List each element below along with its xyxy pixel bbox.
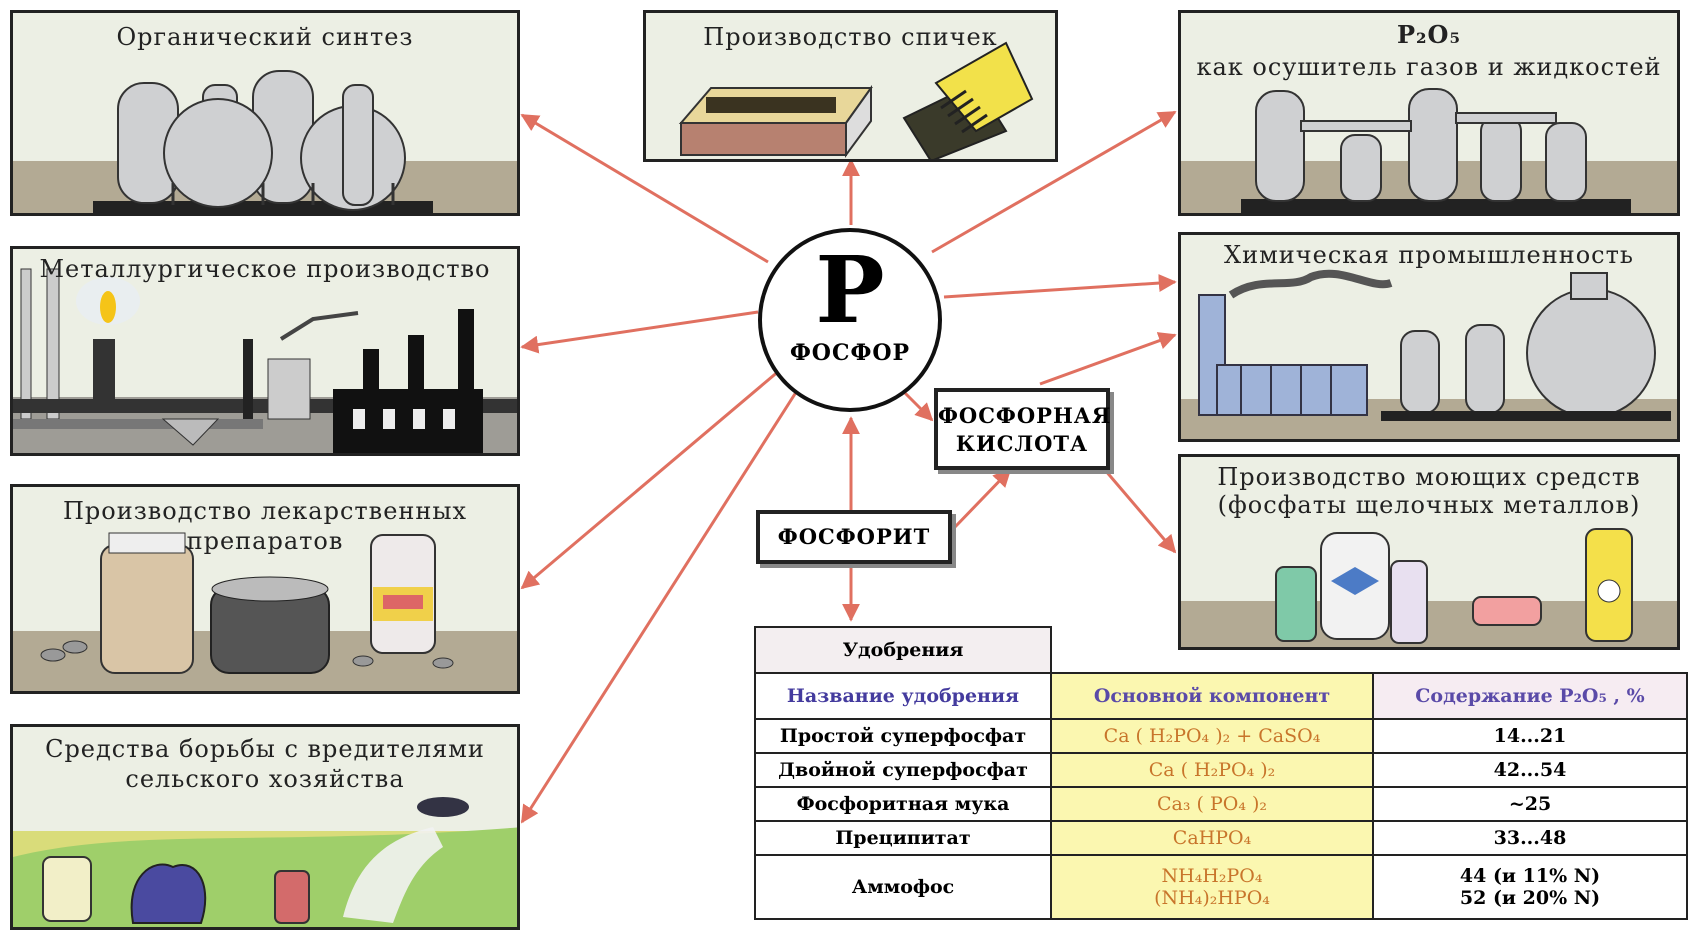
arrow-acid-to-chemical [1039,332,1177,386]
panel-p2o5-drier: P₂O₅ как осушитель газов и жидкостей [1178,10,1680,216]
fertilizer-name: Фосфоритная мука [754,786,1052,822]
arrow-to-organic [520,113,769,264]
panel-detergents-production: Производство моющих средств (фосфаты щел… [1178,454,1680,650]
chemical-plant-illustration [93,70,433,213]
panel-title-line2: (фосфаты щелочных металлов) [1217,491,1641,519]
chemical-plant-illustration [1198,269,1671,421]
panel-title-line1: Средства борьбы с вредителями [45,735,485,763]
fertilizer-content: ~25 [1372,786,1688,822]
fertilizer-component: Ca ( H₂PO₄ )₂ [1050,752,1374,788]
arrow-to-metallurgy [520,310,759,354]
drying-plant-illustration [1241,88,1631,213]
acid-line2: КИСЛОТА [955,431,1089,456]
matches-illustration [678,41,1034,159]
fertilizer-component: Ca ( H₂PO₄ )₂ + CaSO₄ [1050,718,1374,754]
phosphorus-hub: P ФОСФОР [758,228,942,412]
header-name: Название удобрения [754,672,1052,720]
panel-matches-production: Производство спичек [643,10,1058,162]
arrow-to-medicine [520,368,781,590]
arrow-acid-to-detergents [1103,469,1177,554]
fertilizer-content: 42...54 [1372,752,1688,788]
component-line2: (NH₄)₂HPO₄ [1154,887,1270,909]
fertilizer-content: 14...21 [1372,718,1688,754]
detergent-bottles-illustration [1275,528,1633,644]
panel-title-line1: Производство лекарственных [62,497,468,525]
phosphorite-label: ФОСФОРИТ [777,524,931,549]
component-line1: NH₄H₂PO₄ [1161,865,1263,887]
panel-medicine-production: Производство лекарственных препаратов [10,484,520,694]
header-component: Основной компонент [1050,672,1374,720]
fertilizer-component: CaHPO₄ [1050,820,1374,856]
panel-title-line2: препаратов [186,527,344,555]
table-row: Фосфоритная мука Ca₃ ( PO₄ )₂ ~25 [754,786,1688,822]
panel-pest-control: Средства борьбы с вредителями сельского … [10,724,520,930]
panel-title: Производство спичек [703,23,998,51]
panel-organic-synthesis: Органический синтез [10,10,520,216]
panel-title-line1: Производство моющих средств [1217,463,1641,491]
medicine-jars-illustration [40,532,454,674]
fertilizer-component: Ca₃ ( PO₄ )₂ [1050,786,1374,822]
arrow-to-p2o5 [931,110,1177,254]
arrow-to-pests [520,385,802,824]
phosphorite-box: ФОСФОРИТ [756,510,952,564]
table-row: Аммофос NH₄H₂PO₄ (NH₄)₂HPO₄ 44 (и 11% N)… [754,854,1688,920]
fertilizers-table: Удобрения Название удобрения Основной ко… [754,626,1688,920]
p2o5-formula: P₂O₅ [1397,20,1461,49]
metallurgy-plant-illustration [13,268,517,453]
fertilizer-name: Аммофос [754,854,1052,920]
element-name: ФОСФОР [789,340,911,366]
panel-title: Химическая промышленность [1224,241,1634,269]
fertilizer-component: NH₄H₂PO₄ (NH₄)₂HPO₄ [1050,854,1374,920]
panel-title: как осушитель газов и жидкостей [1196,53,1662,81]
pest-control-illustration [13,797,517,927]
panel-chemical-industry: Химическая промышленность [1178,232,1680,442]
header-content: Содержание P₂O₅ , % [1372,672,1688,720]
table-title: Удобрения [754,626,1052,674]
table-row: Двойной суперфосфат Ca ( H₂PO₄ )₂ 42...5… [754,752,1688,788]
phosphoric-acid-box: ФОСФОРНАЯ КИСЛОТА [934,388,1110,470]
content-line2: 52 (и 20% N) [1459,887,1601,909]
fertilizer-content: 44 (и 11% N) 52 (и 20% N) [1372,854,1688,920]
fertilizer-name: Двойной суперфосфат [754,752,1052,788]
arrow-phosphorite-to-acid [953,468,1012,529]
panel-title: Металлургическое производство [39,255,491,283]
fertilizer-content: 33...48 [1372,820,1688,856]
panel-title: Органический синтез [116,23,414,51]
fertilizer-name: Преципитат [754,820,1052,856]
content-line1: 44 (и 11% N) [1459,865,1601,887]
table-row: Простой суперфосфат Ca ( H₂PO₄ )₂ + CaSO… [754,718,1688,754]
panel-metallurgy: Металлургическое производство [10,246,520,456]
acid-line1: ФОСФОРНАЯ [938,403,1112,428]
table-row: Преципитат CaHPO₄ 33...48 [754,820,1688,856]
element-symbol: P [815,236,885,344]
panel-title-line2: сельского хозяйства [125,765,405,793]
arrow-to-chemical [943,274,1177,299]
fertilizer-name: Простой суперфосфат [754,718,1052,754]
